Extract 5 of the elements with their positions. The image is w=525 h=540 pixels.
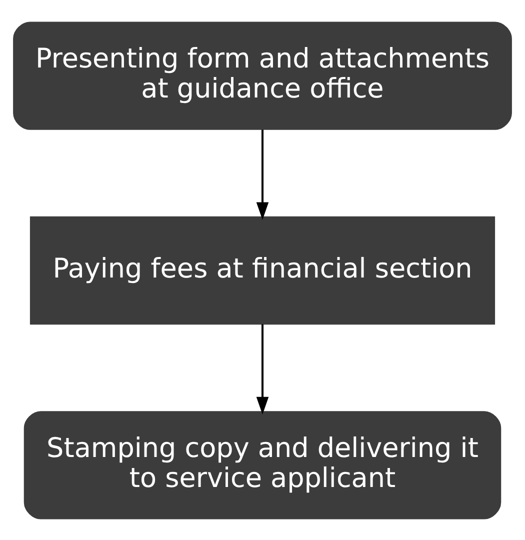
node-box: Paying fees at financial section [30, 216, 496, 324]
node-box: Stamping copy and delivering it to service applicant [24, 410, 502, 519]
arrow [256, 324, 269, 414]
node-box: Presenting form and attachments at guidance office [13, 21, 512, 130]
arrow [256, 129, 269, 220]
